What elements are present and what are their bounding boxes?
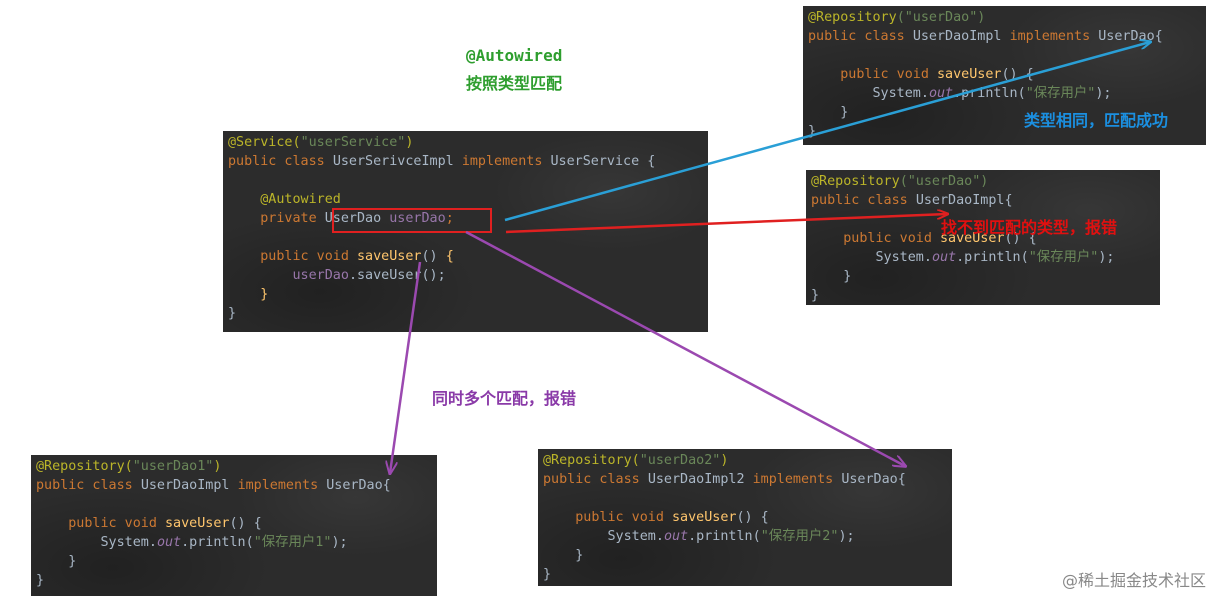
watermark: @稀土掘金技术社区	[1061, 571, 1206, 590]
keyword: public void	[260, 249, 357, 264]
repo-userdao-implements-panel: @Repository("userDao") public class User…	[803, 6, 1206, 145]
keyword: implements	[237, 478, 327, 493]
code-text: () {	[1004, 231, 1037, 246]
closing-brace: }	[228, 306, 237, 321]
not-found-label: 找不到匹配的类型，报错	[941, 218, 1118, 237]
code-text: );	[331, 535, 348, 550]
repo-userdao-no-implements-panel: @Repository("userDao") public class User…	[806, 170, 1160, 305]
code-text: .println(	[688, 529, 761, 544]
autowired-annotation: @Autowired	[260, 192, 341, 207]
purple-arrow-userdao1	[390, 261, 422, 473]
string-literal: ("userDao")	[899, 174, 989, 189]
method-name: saveUser	[940, 231, 1005, 246]
code-text: );	[1098, 250, 1115, 265]
keyword: public void	[843, 231, 940, 246]
code-text: () {	[229, 516, 262, 531]
closing-brace: }	[811, 288, 820, 303]
method-name: saveUser	[165, 516, 230, 531]
out-field: out	[156, 535, 182, 550]
code-text: .println(	[953, 86, 1026, 101]
code-text: System.	[100, 535, 157, 550]
blue-arrow-success	[504, 42, 1150, 222]
annotation: @Repository	[808, 10, 897, 25]
string-literal: "userDao1"	[132, 459, 214, 474]
method-name: saveUser	[357, 249, 422, 264]
open-brace: {	[445, 249, 454, 264]
semicolon: ;	[445, 211, 454, 226]
field-name: userDao	[292, 268, 349, 283]
string-literal: "保存用户"	[1025, 86, 1096, 101]
keyword: public class	[36, 478, 141, 493]
closing-brace: }	[840, 105, 849, 120]
autowired-title: @Autowired	[466, 46, 563, 65]
string-literal: "userDao2"	[639, 453, 721, 468]
field-name: userDao	[389, 211, 446, 226]
keyword: implements	[1009, 29, 1099, 44]
closing-brace: }	[36, 573, 45, 588]
out-field: out	[663, 529, 689, 544]
code-text: );	[1095, 86, 1112, 101]
keyword: public void	[840, 67, 937, 82]
annotation: @Repository	[811, 174, 900, 189]
closing-brace: }	[543, 567, 552, 582]
success-label: 类型相同，匹配成功	[1024, 111, 1169, 130]
red-arrow-not-found	[505, 214, 947, 234]
match-by-type-subtitle: 按照类型匹配	[466, 74, 563, 93]
code-text: .saveUser();	[348, 268, 446, 283]
class-name: UserDaoImpl	[912, 29, 1010, 44]
code-text: System.	[872, 86, 929, 101]
method-name: saveUser	[672, 510, 737, 525]
keyword: public class	[228, 154, 333, 169]
annotation: )	[213, 459, 222, 474]
keyword: public class	[808, 29, 913, 44]
annotation: )	[405, 135, 414, 150]
keyword: public class	[543, 472, 648, 487]
string-literal: "保存用户"	[1028, 250, 1099, 265]
annotation: @Service(	[228, 135, 301, 150]
code-text: () {	[736, 510, 769, 525]
code-text: .println(	[181, 535, 254, 550]
method-name: saveUser	[937, 67, 1002, 82]
annotation: @Repository(	[36, 459, 133, 474]
class-name: UserDaoImpl	[140, 478, 238, 493]
annotation: @Repository(	[543, 453, 640, 468]
code-text: ()	[421, 249, 446, 264]
class-name: UserSerivceImpl	[332, 154, 462, 169]
keyword: implements	[461, 154, 551, 169]
string-literal: ("userDao")	[896, 10, 986, 25]
keyword: public void	[68, 516, 165, 531]
interface-name: UserService {	[550, 154, 656, 169]
closing-brace: }	[808, 124, 817, 139]
class-name: UserDaoImpl2	[647, 472, 753, 487]
string-literal: "userService"	[300, 135, 406, 150]
closing-brace: }	[68, 554, 77, 569]
closing-brace: }	[575, 548, 584, 563]
keyword: public class	[811, 193, 916, 208]
class-name: UserDaoImpl{	[915, 193, 1013, 208]
repo-userdao1-panel: @Repository("userDao1") public class Use…	[31, 455, 437, 596]
repo-userdao2-panel: @Repository("userDao2") public class Use…	[538, 449, 952, 586]
type-name: UserDao	[324, 211, 390, 226]
userdao-field-highlight	[332, 208, 492, 233]
keyword: implements	[752, 472, 842, 487]
out-field: out	[931, 250, 957, 265]
closing-brace: }	[843, 269, 852, 284]
string-literal: "保存用户1"	[253, 535, 332, 550]
code-text: System.	[875, 250, 932, 265]
annotation: )	[720, 453, 729, 468]
keyword: private	[260, 211, 325, 226]
string-literal: "保存用户2"	[760, 529, 839, 544]
interface-name: UserDao{	[841, 472, 906, 487]
interface-name: UserDao{	[326, 478, 391, 493]
keyword: public void	[575, 510, 672, 525]
code-text: );	[838, 529, 855, 544]
closing-brace: }	[260, 287, 269, 302]
purple-arrow-userdao2	[465, 230, 905, 466]
code-text: .println(	[956, 250, 1029, 265]
multiple-match-label: 同时多个匹配，报错	[432, 389, 577, 408]
code-text: System.	[607, 529, 664, 544]
